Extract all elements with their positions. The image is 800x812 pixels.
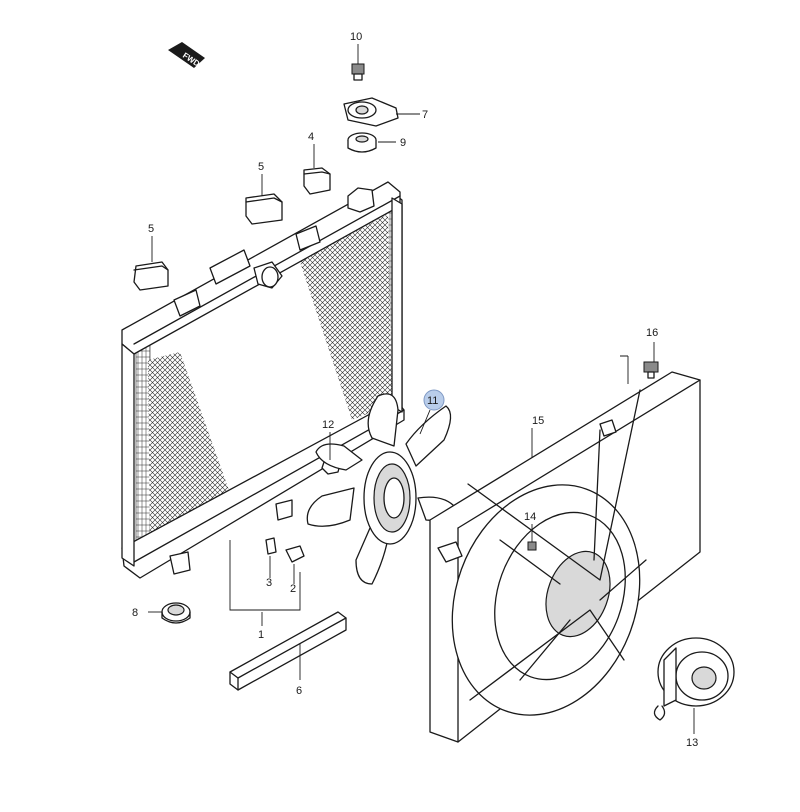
callout-14: 14 — [524, 511, 536, 523]
svg-text:1: 1 — [258, 629, 264, 641]
callout-5: 5 — [258, 161, 264, 173]
callout-3: 3 — [266, 577, 272, 589]
fan-shroud — [429, 371, 701, 743]
cooling-fan-blade — [306, 393, 457, 585]
shroud-bolt — [643, 361, 659, 379]
screw — [527, 541, 537, 551]
cushion-pad — [303, 167, 331, 195]
svg-text:15: 15 — [532, 415, 544, 427]
svg-text:6: 6 — [296, 685, 302, 697]
fan-motor — [653, 637, 735, 721]
svg-text:5: 5 — [258, 161, 264, 173]
callout-9: 9 — [400, 137, 406, 149]
callout-1: 1 — [258, 629, 264, 641]
foam-strip — [229, 611, 347, 691]
cap-bracket — [343, 97, 399, 127]
callout-12: 12 — [322, 419, 334, 431]
svg-text:14: 14 — [524, 511, 536, 523]
svg-text:10: 10 — [350, 31, 362, 43]
svg-text:3: 3 — [266, 577, 272, 589]
svg-text:2: 2 — [290, 583, 296, 595]
bolt — [351, 63, 365, 81]
svg-text:4: 4 — [308, 131, 314, 143]
callout-8: 8 — [132, 607, 138, 619]
svg-text:9: 9 — [400, 137, 406, 149]
callout-11-highlighted: 11 — [423, 389, 445, 411]
svg-text:13: 13 — [686, 737, 698, 749]
callout-10: 10 — [350, 31, 362, 43]
callout-13: 13 — [686, 737, 698, 749]
drain-plug — [265, 537, 277, 555]
drain-cock — [285, 545, 305, 563]
front-direction-arrow: FWD — [168, 42, 205, 69]
callout-2: 2 — [290, 583, 296, 595]
svg-text:5: 5 — [148, 223, 154, 235]
callout-16: 16 — [646, 327, 658, 339]
svg-text:7: 7 — [422, 109, 428, 121]
svg-text:12: 12 — [322, 419, 334, 431]
foam-pad — [245, 193, 283, 225]
callout-7: 7 — [422, 109, 428, 121]
grommet — [347, 132, 377, 153]
callout-5: 5 — [148, 223, 154, 235]
radiator-assembly — [121, 181, 405, 579]
svg-text:8: 8 — [132, 607, 138, 619]
svg-text:11: 11 — [427, 395, 438, 407]
mount-bushing — [161, 602, 191, 624]
leader-lines — [148, 44, 695, 734]
svg-text:16: 16 — [646, 327, 658, 339]
callout-4: 4 — [308, 131, 314, 143]
foam-pad — [133, 261, 169, 291]
callout-15: 15 — [532, 415, 544, 427]
callout-6: 6 — [296, 685, 302, 697]
